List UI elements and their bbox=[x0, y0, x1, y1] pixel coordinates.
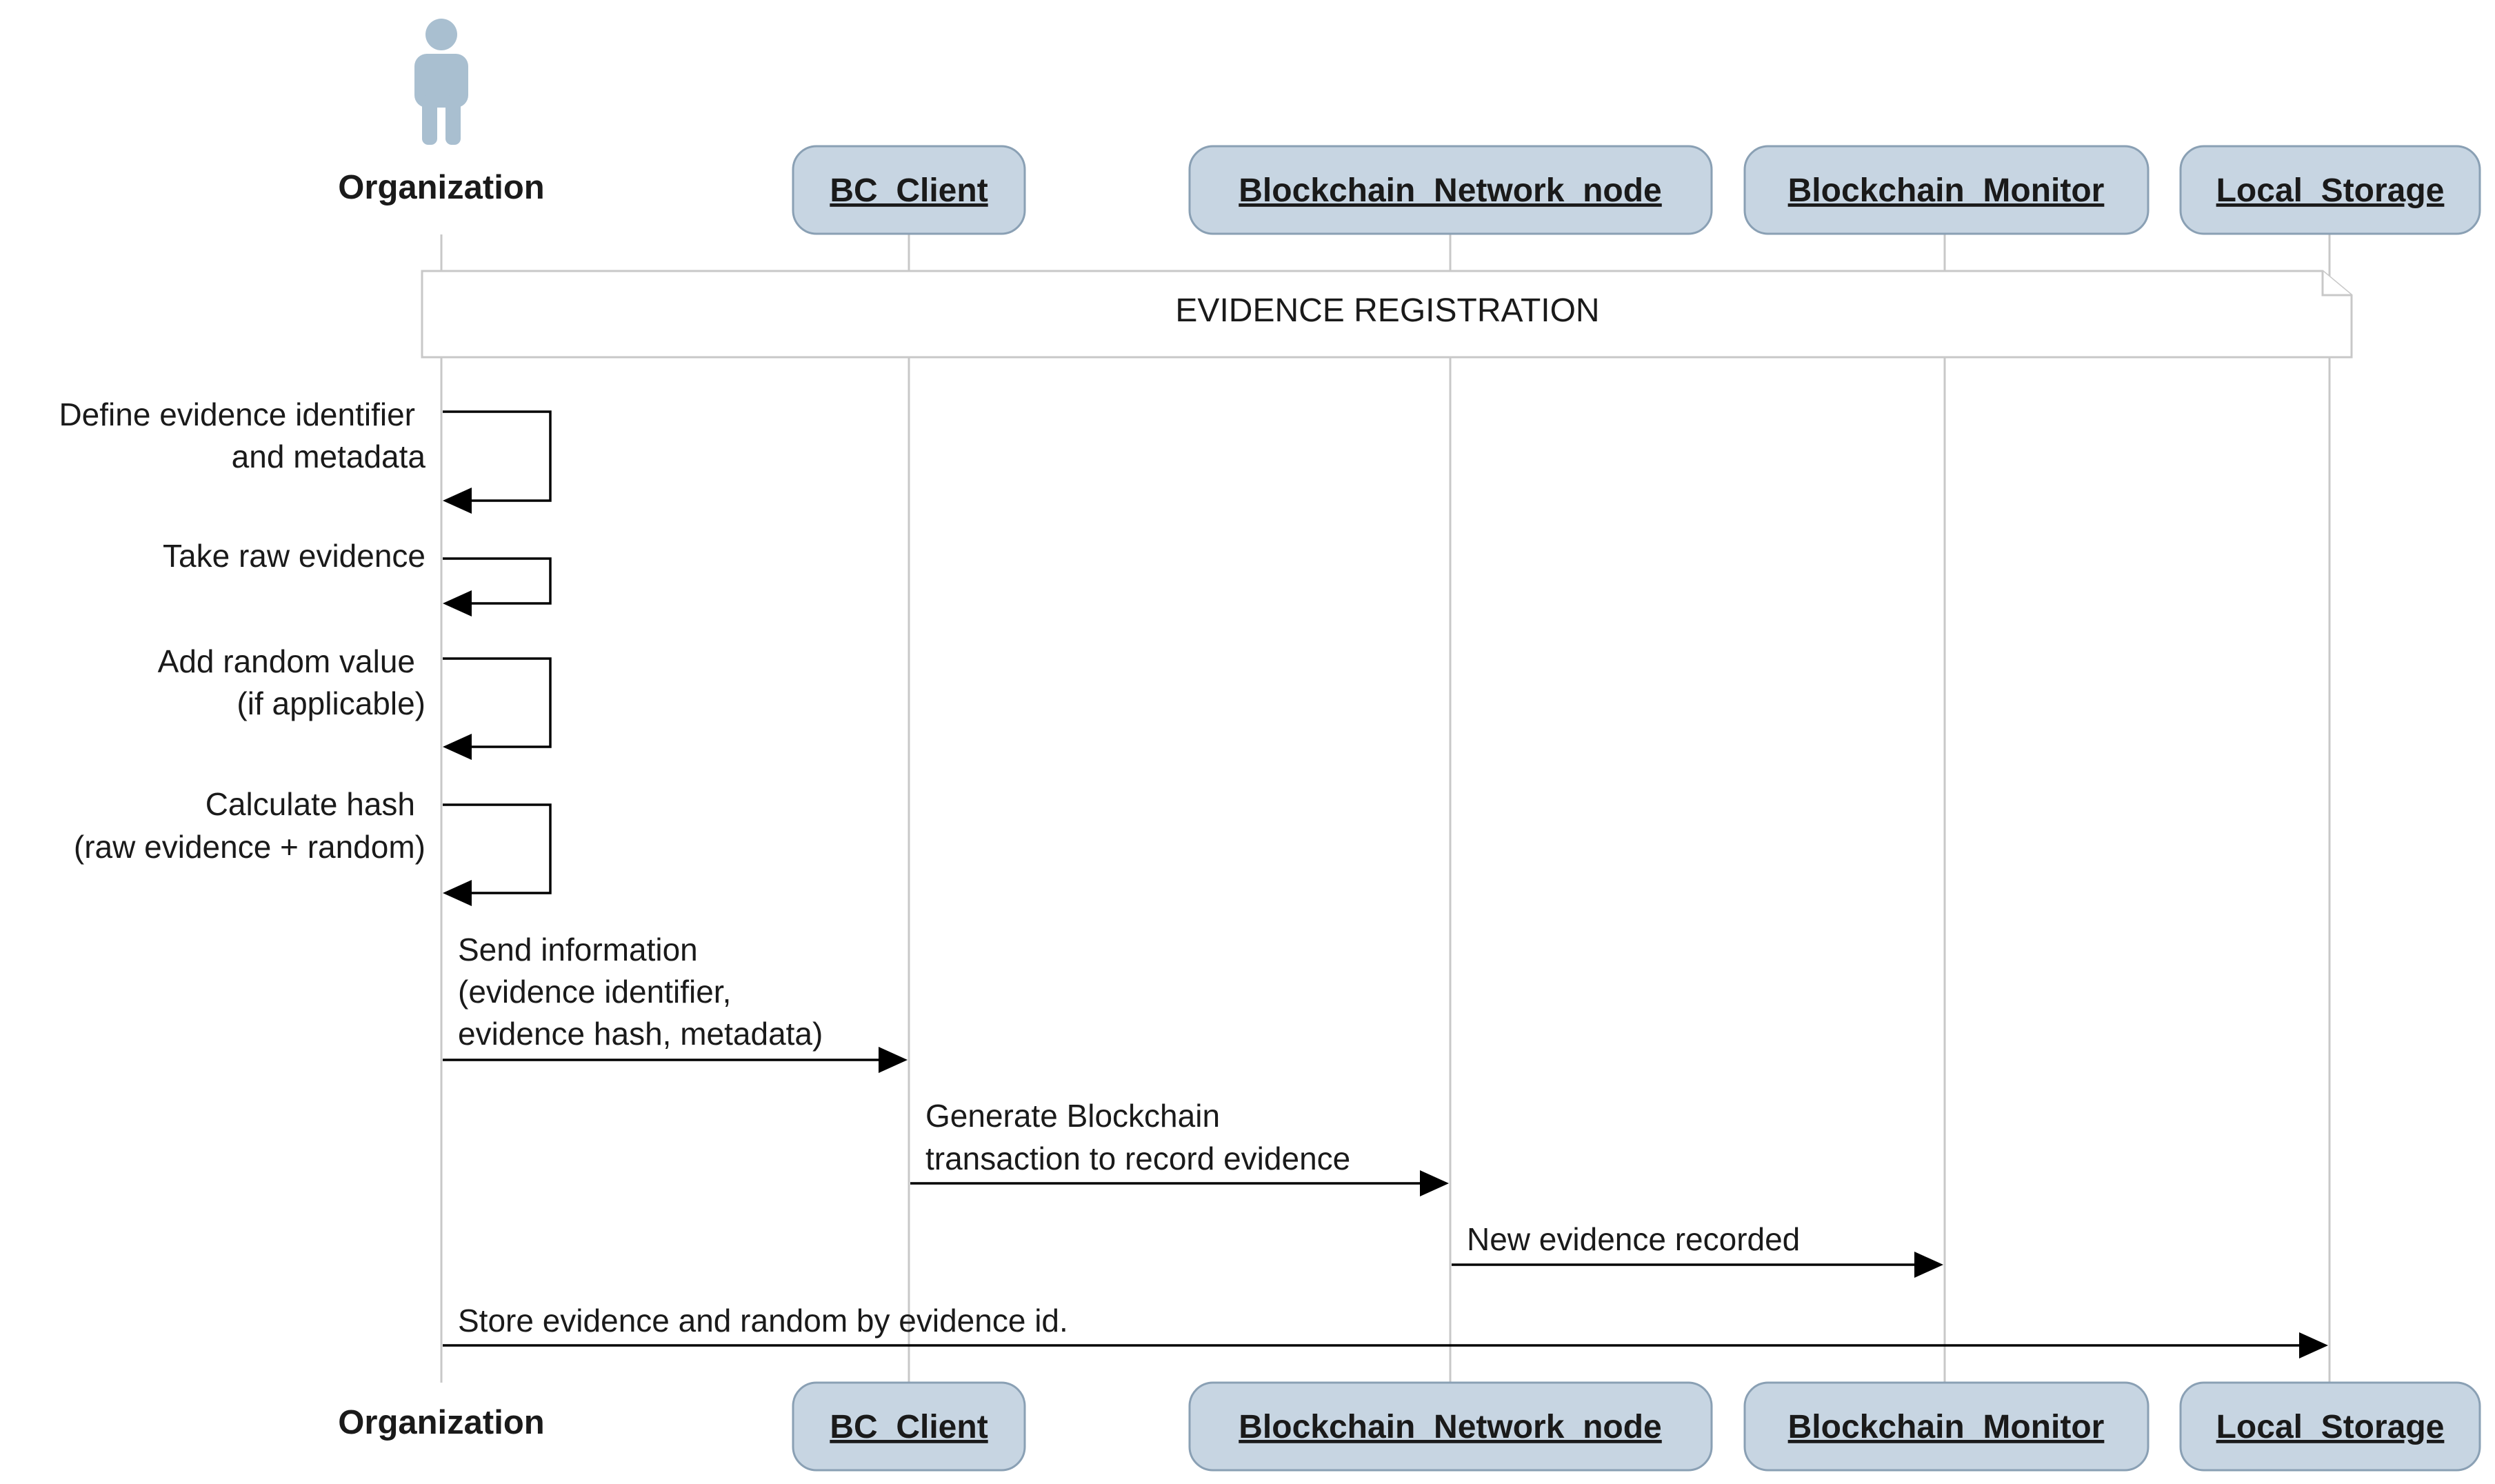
participant-label: Blockchain_Monitor bbox=[1788, 172, 2105, 209]
participant-monitor-bottom: Blockchain_Monitor bbox=[1743, 1381, 2150, 1472]
message-new-evidence-recorded: New evidence recorded bbox=[1452, 1221, 1943, 1278]
message-label: (raw evidence + random) bbox=[74, 829, 425, 865]
participant-label: BC_Client bbox=[830, 1409, 988, 1445]
participant-organization-top: Organization bbox=[338, 169, 544, 206]
message-label: New evidence recorded bbox=[1467, 1221, 1800, 1257]
participant-network-node-top: Blockchain_Network_node bbox=[1188, 145, 1713, 235]
message-label: Take raw evidence bbox=[163, 538, 425, 574]
message-label: transaction to record evidence bbox=[925, 1141, 1350, 1176]
participant-label: Local_Storage bbox=[2216, 172, 2445, 209]
participant-network-node-bottom: Blockchain_Network_node bbox=[1188, 1381, 1713, 1472]
message-label: Add random value bbox=[158, 643, 415, 679]
note-title: EVIDENCE REGISTRATION bbox=[1175, 292, 1599, 329]
message-label: Store evidence and random by evidence id… bbox=[458, 1303, 1068, 1338]
participant-bc-client-top: BC_Client bbox=[792, 145, 1026, 235]
participant-bc-client-bottom: BC_Client bbox=[792, 1381, 1026, 1472]
participant-label: BC_Client bbox=[830, 172, 988, 209]
person-icon bbox=[414, 19, 468, 145]
participant-label: Blockchain_Network_node bbox=[1239, 172, 1662, 209]
self-message-1: Define evidence identifier and metadata bbox=[59, 397, 552, 514]
message-label: and metadata bbox=[232, 439, 426, 474]
note-evidence-registration: EVIDENCE REGISTRATION bbox=[421, 270, 2353, 359]
message-label: (evidence identifier, bbox=[458, 974, 731, 1010]
message-label: (if applicable) bbox=[237, 685, 425, 721]
participant-label: Blockchain_Network_node bbox=[1239, 1409, 1662, 1445]
message-label: Calculate hash bbox=[206, 786, 415, 822]
message-label: Generate Blockchain bbox=[925, 1098, 1220, 1134]
participant-storage-top: Local_Storage bbox=[2179, 145, 2481, 235]
message-label: Define evidence identifier bbox=[59, 397, 415, 432]
participant-label: Blockchain_Monitor bbox=[1788, 1409, 2105, 1445]
message-label: Send information bbox=[458, 932, 698, 967]
message-label: evidence hash, metadata) bbox=[458, 1016, 823, 1052]
self-message-4: Calculate hash (raw evidence + random) bbox=[74, 786, 552, 906]
participant-label: Local_Storage bbox=[2216, 1409, 2445, 1445]
participant-organization-bottom: Organization bbox=[338, 1404, 544, 1441]
message-generate-transaction: Generate Blockchain transaction to recor… bbox=[910, 1098, 1449, 1196]
participant-monitor-top: Blockchain_Monitor bbox=[1743, 145, 2150, 235]
participant-storage-bottom: Local_Storage bbox=[2179, 1381, 2481, 1472]
message-store-evidence: Store evidence and random by evidence id… bbox=[443, 1303, 2328, 1358]
message-send-information: Send information (evidence identifier, e… bbox=[443, 932, 908, 1073]
self-message-2: Take raw evidence bbox=[163, 538, 552, 616]
self-message-3: Add random value (if applicable) bbox=[158, 643, 552, 760]
